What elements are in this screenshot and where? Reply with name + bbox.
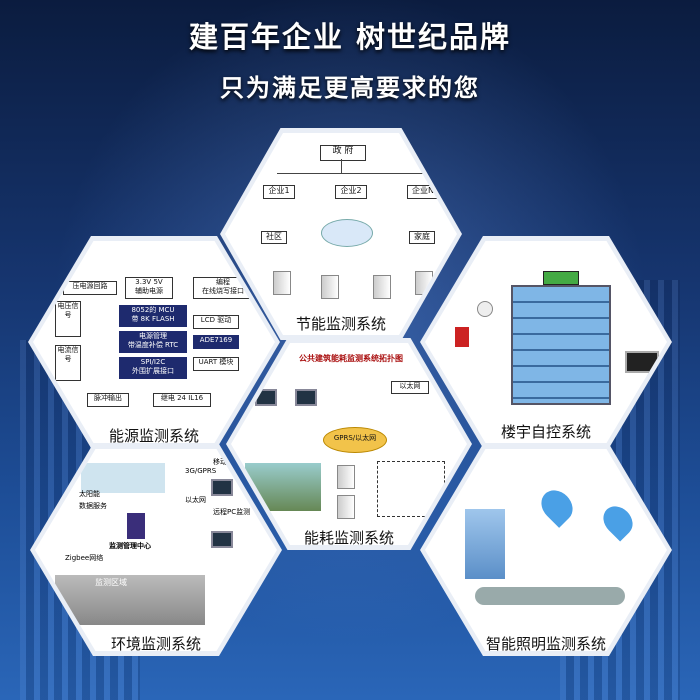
road-icon bbox=[475, 587, 625, 605]
home-box: 家庭 bbox=[409, 231, 435, 244]
pc-cluster bbox=[81, 463, 165, 493]
server-icon bbox=[337, 495, 355, 519]
current-signal-box: 电流信号 bbox=[55, 345, 81, 381]
uart-box: UART 模块 bbox=[193, 357, 239, 371]
panel-icon bbox=[625, 351, 659, 373]
voltage-signal-box: 电压信号 bbox=[55, 301, 81, 337]
pc-icon bbox=[255, 389, 277, 406]
location-pin-icon bbox=[535, 484, 579, 528]
g3-label: 3G/GPRS bbox=[185, 467, 217, 475]
hex-building-content: 楼宇自控系统 bbox=[425, 241, 667, 443]
rtc-box: 电源管理带温度补偿 RTC bbox=[119, 331, 187, 353]
monitoring-area-image bbox=[55, 575, 205, 625]
caption-lighting: 智能照明监测系统 bbox=[485, 635, 606, 651]
connector bbox=[341, 159, 342, 173]
ade-box: ADE7169 bbox=[193, 335, 239, 349]
meter-icon bbox=[373, 275, 391, 299]
eth-label: 以太网 bbox=[185, 496, 206, 504]
caption-environment: 环境监测系统 bbox=[110, 635, 201, 651]
gprs-label: GPRS/以太网 bbox=[333, 434, 377, 442]
alarm-icon bbox=[455, 327, 469, 347]
subheadline: 只为满足更高要求的您 bbox=[220, 74, 480, 102]
power-box: 压电源回路 bbox=[63, 281, 117, 295]
eth-box: 以太网 bbox=[391, 381, 429, 394]
area-label: 监测区域 bbox=[95, 578, 127, 587]
caption-energy: 能源监测系统 bbox=[108, 427, 199, 443]
thermostat-icon bbox=[543, 271, 579, 285]
pc-icon bbox=[295, 389, 317, 406]
gprs-cloud bbox=[323, 427, 387, 453]
meter-icon bbox=[273, 271, 291, 295]
center-label: 监测管理中心 bbox=[109, 542, 151, 550]
data-label: 数据服务 bbox=[79, 502, 107, 510]
ent1-box: 企业1 bbox=[263, 185, 295, 199]
community-box: 社区 bbox=[261, 231, 287, 244]
sensor-icon bbox=[477, 301, 493, 317]
hex-energy-saving[interactable]: 政 府 企业1 企业2 企业N 社区 家庭 节能监测系统 bbox=[220, 128, 462, 340]
building-icon bbox=[511, 285, 611, 405]
header: 建百年企业 树世纪品牌 只为满足更高要求的您 bbox=[0, 14, 700, 103]
server-icon bbox=[127, 513, 145, 539]
location-pin-icon bbox=[597, 500, 639, 542]
network-cloud bbox=[321, 219, 373, 247]
ent2-box: 企业2 bbox=[335, 185, 367, 199]
headline: 建百年企业 树世纪品牌 bbox=[188, 20, 512, 54]
meter-icon bbox=[321, 275, 339, 299]
pc-icon bbox=[211, 479, 233, 496]
gov-box: 政 府 bbox=[320, 145, 366, 161]
caption-building: 楼宇自控系统 bbox=[500, 423, 591, 441]
connector bbox=[277, 173, 423, 174]
hex-consumption-content: 公共建筑能耗监测系统拓扑图 以太网 GPRS/以太网 能耗监测系统 bbox=[231, 343, 467, 545]
remote-label: 远程PC监测 bbox=[213, 508, 251, 516]
lcd-box: LCD 驱动 bbox=[193, 315, 239, 329]
pc-icon bbox=[211, 531, 233, 548]
caption-energy-saving: 节能监测系统 bbox=[295, 315, 386, 333]
hex-lighting[interactable]: 智能照明监测系统 bbox=[420, 444, 672, 656]
entN-box: 企业N bbox=[407, 185, 439, 199]
building-icon bbox=[465, 509, 505, 579]
topology-title: 公共建筑能耗监测系统拓扑图 bbox=[299, 354, 403, 363]
solar-label: 太阳能 bbox=[79, 490, 100, 498]
caption-consumption: 能耗监测系统 bbox=[303, 529, 394, 545]
hex-consumption[interactable]: 公共建筑能耗监测系统拓扑图 以太网 GPRS/以太网 能耗监测系统 bbox=[226, 338, 472, 550]
zigbee-label: Zigbee网络 bbox=[65, 554, 104, 562]
relay-box: 继电 24 IL16 bbox=[153, 393, 211, 407]
server-icon bbox=[337, 465, 355, 489]
hex-building[interactable]: 楼宇自控系统 bbox=[420, 236, 672, 448]
pulse-box: 脉冲输出 bbox=[87, 393, 129, 407]
